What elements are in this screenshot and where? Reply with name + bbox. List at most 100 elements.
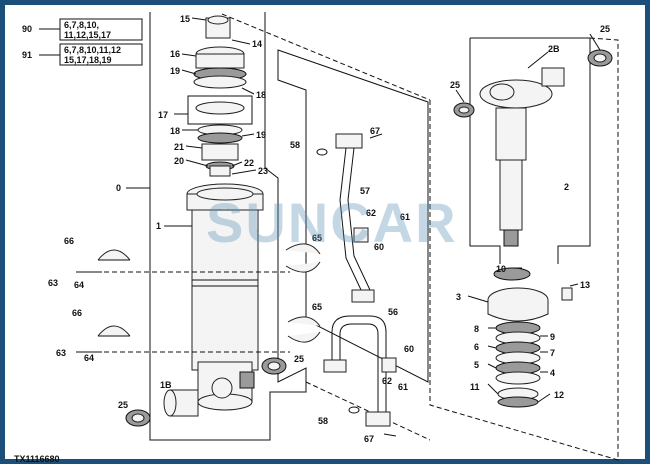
callout-4: 4 [550,368,555,378]
clamp-65-lower [287,316,321,327]
callout-60-upper: 60 [374,242,384,252]
hose-56-a [331,315,387,416]
callout-62-lower: 62 [382,376,392,386]
seal-25-barrel-bore [267,361,281,371]
rod-eye-bore [489,83,515,101]
callout-1: 1 [156,221,161,231]
callout-10: 10 [496,264,506,274]
leader-lines [126,17,601,403]
seal-25-rod-right-bore [593,53,607,63]
oring-58-upper [316,148,328,156]
callout-12: 12 [554,390,564,400]
callout-19: 19 [170,66,180,76]
barrel-end-bore [211,377,233,399]
kit-parts-90-line1: 6,7,8,10, [64,20,99,30]
set-screw-13 [561,287,573,301]
exploded-parts-diagram: 90 6,7,8,10, 11,12,15,17 91 6,7,8,10,11,… [14,12,619,464]
cylinder-barrel-1 [186,183,264,411]
rod-group-left-edge [469,38,501,264]
callout-66-upper: 66 [64,236,74,246]
bracket-60-upper [353,227,369,243]
callout-21: 21 [174,142,184,152]
hose-57-b [347,147,371,291]
callout-60-lower: 60 [404,344,414,354]
hose-fitting-lower [351,289,375,303]
kit-ref-91: 91 [22,50,32,60]
bolt-67-lower [383,433,397,437]
hose-56-fitting-lower [365,411,391,427]
callout-1b: 1B [160,380,172,390]
callout-13: 13 [580,280,590,290]
assembly-axis-line-lower [305,381,431,441]
callout-67-upper: 67 [370,126,380,136]
watermark: SUNCAR [206,191,458,254]
callout-18-lower: 18 [170,126,180,136]
callout-16: 16 [170,49,180,59]
kit-parts-90-line2: 11,12,15,17 [64,30,111,40]
rod-upper-shaft [495,107,527,161]
rod-thread [503,229,519,247]
bushing-1b-end [163,389,177,417]
callout-25-left: 25 [118,400,128,410]
bushing-2b [541,67,565,87]
figure-id: TX1116680 [14,454,60,464]
callout-14: 14 [252,39,262,49]
seal-19b [197,132,243,144]
callout-17: 17 [158,110,168,120]
oring-58-lower [348,406,360,414]
callout-20: 20 [174,156,184,166]
seal-25-left-bore [131,413,145,423]
rod-group-dash [429,37,619,461]
callout-6: 6 [474,342,479,352]
piston-rod-2 [453,49,613,247]
callout-65-upper: 65 [312,233,322,243]
callout-65-lower: 65 [312,302,322,312]
callout-25-barrel: 25 [294,354,304,364]
callout-15: 15 [180,14,190,24]
callout-22: 22 [244,158,254,168]
callout-67-lower: 67 [364,434,374,444]
gland-16-body [195,53,245,69]
callout-23: 23 [258,166,268,176]
seal-17 [195,101,245,115]
rod-group-outline [470,37,591,264]
callout-11: 11 [470,382,480,392]
callout-56: 56 [388,307,398,317]
clamp-65-upper-b [285,261,321,273]
kit-table: 90 6,7,8,10, 11,12,15,17 91 6,7,8,10,11,… [22,18,143,66]
callout-63-upper: 63 [48,278,58,288]
rod-lower-shaft [499,159,523,231]
callout-58-upper: 58 [290,140,300,150]
callout-19-lower: 19 [256,130,266,140]
callout-62-upper: 62 [366,208,376,218]
kit-parts-91-line2: 15,17,18,19 [64,55,112,65]
callout-61-lower: 61 [398,382,408,392]
callout-58-lower: 58 [318,416,328,426]
hose-56-fitting-upper [323,359,347,373]
piston-head-3-body [487,300,549,322]
cylinder-group-outline [149,12,307,441]
clamp-66-lower [97,325,131,337]
callout-3: 3 [456,292,461,302]
hose-56-b [339,323,379,416]
callout-18: 18 [256,90,266,100]
ring-18 [193,75,247,89]
piston-head-stack [487,267,573,408]
callout-2: 2 [564,182,569,192]
barrel-port [239,371,255,389]
kit-ref-90: 90 [22,24,32,34]
gland-stack [187,15,253,177]
callout-7: 7 [550,348,555,358]
bracket-60-lower [381,357,397,373]
callout-5: 5 [474,360,479,370]
clamp-65-lower-b [287,331,321,343]
wiper-seal-15-top [207,15,229,25]
ring-12 [497,396,539,408]
kit-parts-91-line1: 6,7,8,10,11,12 [64,45,121,55]
seal-25-rod-left-bore [458,106,470,114]
assembly-axis-line [221,13,431,101]
kit-17-box [187,95,253,125]
callout-63-lower: 63 [56,348,66,358]
callout-25-rod-left: 25 [450,80,460,90]
